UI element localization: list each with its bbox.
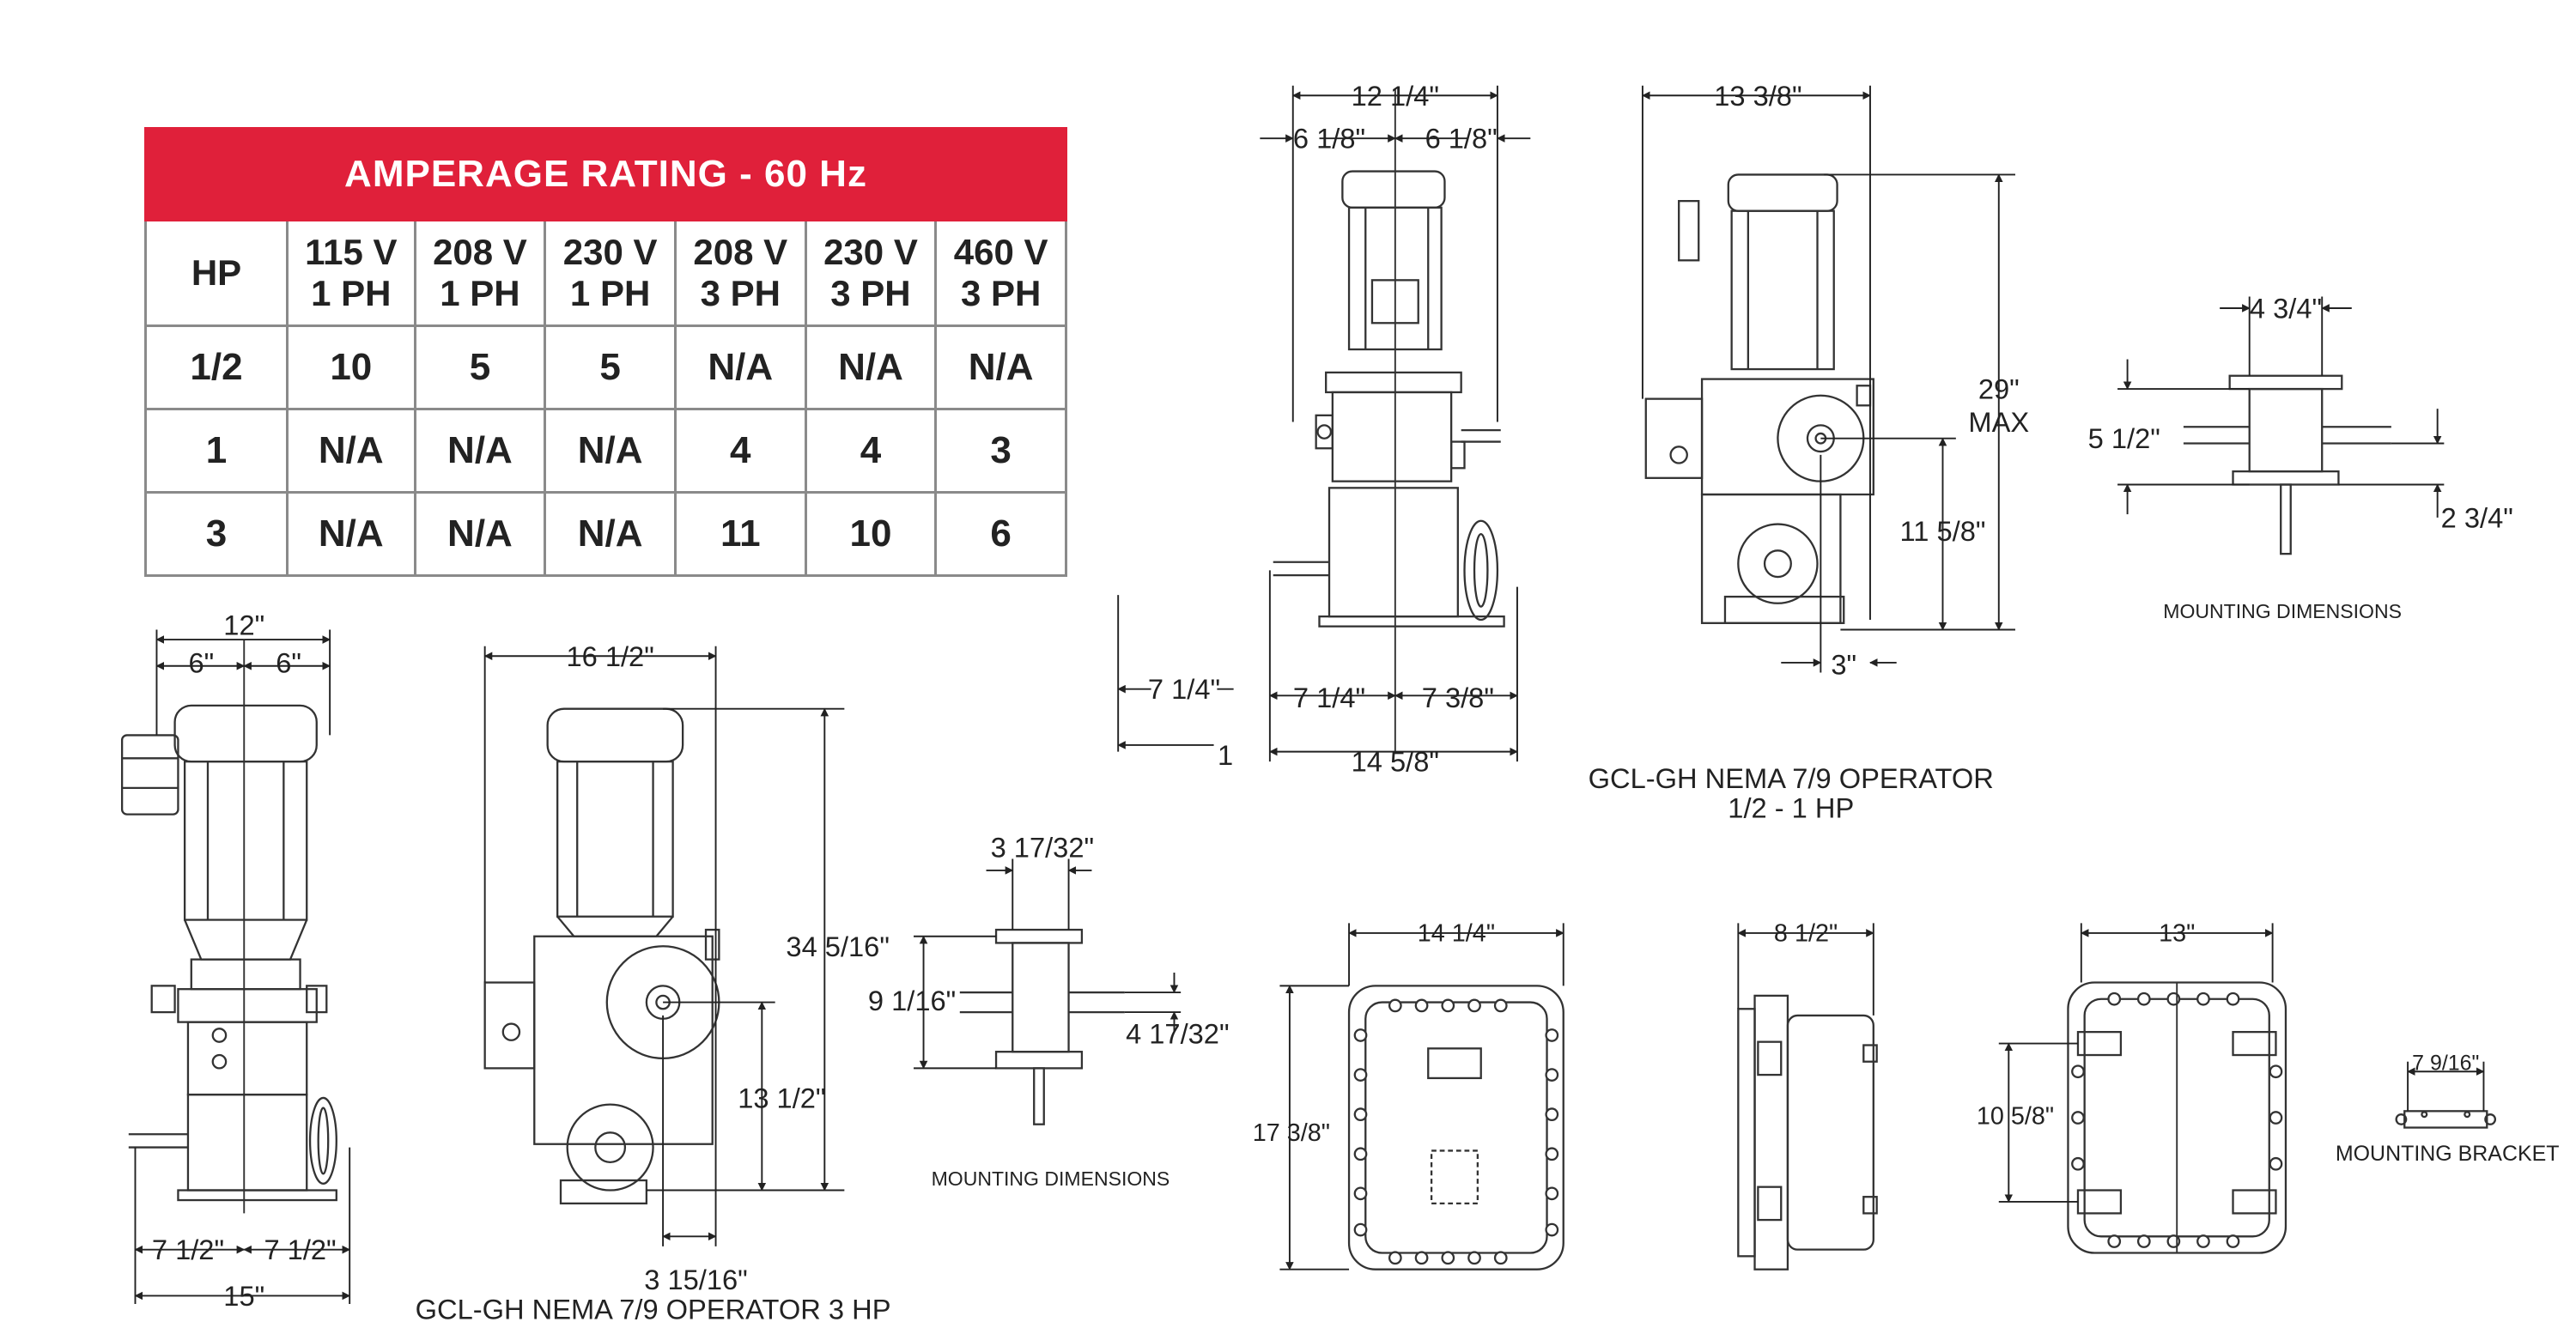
dim-3hp-front-bottom: 15": [223, 1280, 264, 1312]
table-cell: N/A: [673, 324, 807, 410]
table-cell: 5: [413, 324, 547, 410]
dim-3hp-front-bottom-right: 7 1/2": [264, 1234, 336, 1265]
col-header-hp: HP: [144, 219, 289, 327]
table-title: AMPERAGE RATING - 60 Hz: [144, 127, 1067, 221]
dim-3hp-mount-right: 4 17/32": [1126, 1018, 1230, 1050]
dim-half-front-bottom: 14 5/8": [1352, 746, 1439, 778]
dim-enclosure-front-width: 14 1/4": [1418, 920, 1495, 948]
dims-3hp-side: [483, 646, 845, 1246]
dim-half-side-height-max: MAX: [1968, 406, 2029, 438]
table-cell: 3: [144, 491, 289, 577]
dim-enclosure-back-height: 10 5/8": [1977, 1103, 2054, 1131]
dim-enclosure-front-height: 17 3/8": [1253, 1119, 1330, 1147]
enclosure-side-view: [1737, 994, 1878, 1270]
dim-half-front-top-right: 6 1/8": [1425, 123, 1498, 155]
dim-half-side-height: 29": [1978, 373, 2020, 405]
dim-half-hp-mount-top: 4 3/4": [2250, 293, 2322, 324]
table-row: 3 N/A N/A N/A 11 10 6: [144, 491, 1067, 577]
dim-half-side-shaft: 11 5/8": [1900, 515, 1986, 547]
table-cell: 4: [673, 408, 807, 494]
dim-3hp-mount-left: 9 1/16": [868, 985, 956, 1016]
enclosure-front-view: [1347, 985, 1564, 1270]
dims-half-side: [1641, 85, 2015, 673]
table-cell: N/A: [286, 491, 416, 577]
table-title-row: AMPERAGE RATING - 60 Hz: [144, 127, 1067, 221]
table-cell: 10: [804, 491, 938, 577]
dims-3hp-mount: [914, 858, 1182, 1070]
dims-enclosure-front: [1279, 923, 1564, 1270]
table-cell: 6: [934, 491, 1067, 577]
dim-half-front-bottom-right: 7 3/8": [1422, 682, 1494, 713]
dims-enclosure-back: [1998, 923, 2274, 1203]
table-cell: N/A: [413, 491, 547, 577]
caption-half-hp-mounting: MOUNTING DIMENSIONS: [2163, 600, 2402, 622]
dims-3hp-front: [134, 629, 351, 1305]
dim-half-side-offset: 3": [1831, 648, 1856, 680]
dim-3hp-side-bottom: 3 15/16": [644, 1264, 748, 1295]
dim-half-front-side-end: 1: [1218, 739, 1233, 771]
dim-half-hp-mount-right: 2 3/4": [2441, 501, 2513, 533]
dim-3hp-side-top: 16 1/2": [566, 640, 653, 672]
caption-mounting-bracket: MOUNTING BRACKET: [2336, 1142, 2560, 1166]
dim-half-front-side: 7 1/4": [1148, 673, 1220, 705]
operator-half-hp-side-view: [1644, 173, 1874, 624]
dim-half-hp-mount-left: 5 1/2": [2088, 422, 2160, 454]
table-cell: N/A: [544, 408, 677, 494]
caption-half-hp-range: 1/2 - 1 HP: [1728, 791, 1854, 823]
table-cell: N/A: [413, 408, 547, 494]
table-cell: N/A: [286, 408, 416, 494]
table-cell: 4: [804, 408, 938, 494]
dim-half-front-bottom-left: 7 1/4": [1293, 682, 1365, 713]
dims-half-hp-mount: [2117, 296, 2445, 518]
caption-half-hp-operator: GCL-GH NEMA 7/9 OPERATOR: [1589, 762, 1994, 794]
dim-enclosure-side-width: 8 1/2": [1774, 920, 1838, 948]
dim-3hp-front-bottom-left: 7 1/2": [152, 1234, 224, 1265]
table-cell: N/A: [934, 324, 1067, 410]
table-row: 1 N/A N/A N/A 4 4 3: [144, 408, 1067, 494]
caption-3hp-operator: GCL-GH NEMA 7/9 OPERATOR 3 HP: [416, 1293, 891, 1322]
dim-3hp-front-right: 6": [276, 646, 301, 678]
mounting-3hp-drawing: [959, 928, 1125, 1125]
table-cell: 1: [144, 408, 289, 494]
dim-3hp-side-shaft: 13 1/2": [738, 1082, 825, 1113]
mounting-half-hp-drawing: [2183, 374, 2391, 555]
dim-enclosure-back-width: 13": [2159, 920, 2195, 948]
dim-3hp-side-height: 34 5/16": [786, 931, 890, 962]
operator-half-hp-front-view: [1273, 170, 1505, 628]
table-cell: 11: [673, 491, 807, 577]
dim-3hp-front-left: 6": [188, 646, 214, 678]
dim-half-front-top-left: 6 1/8": [1293, 123, 1365, 155]
dim-half-side-top: 13 3/8": [1714, 80, 1801, 112]
dim-3hp-mount-top: 3 17/32": [991, 832, 1095, 864]
dims-half-front: [1117, 85, 1531, 762]
dim-3hp-front-top: 12": [223, 609, 264, 640]
table-cell: 5: [544, 324, 677, 410]
dims-enclosure-side: [1737, 923, 1874, 1016]
table-row: 1/2 10 5 5 N/A N/A N/A: [144, 324, 1067, 410]
operator-3hp-side-view: [483, 707, 720, 1205]
table-cell: N/A: [804, 324, 938, 410]
table-cell: N/A: [544, 491, 677, 577]
caption-3hp-mounting: MOUNTING DIMENSIONS: [932, 1167, 1170, 1190]
table-cell: 3: [934, 408, 1067, 494]
table-cell: 1/2: [144, 324, 289, 410]
dim-half-front-top: 12 1/4": [1352, 80, 1439, 112]
operator-3hp-front-view: [120, 704, 337, 1202]
table-cell: 10: [286, 324, 416, 410]
dim-bracket-width: 7 9/16": [2412, 1051, 2479, 1075]
mounting-bracket-drawing: [2395, 1110, 2497, 1129]
dims-bracket: [2407, 1061, 2485, 1112]
